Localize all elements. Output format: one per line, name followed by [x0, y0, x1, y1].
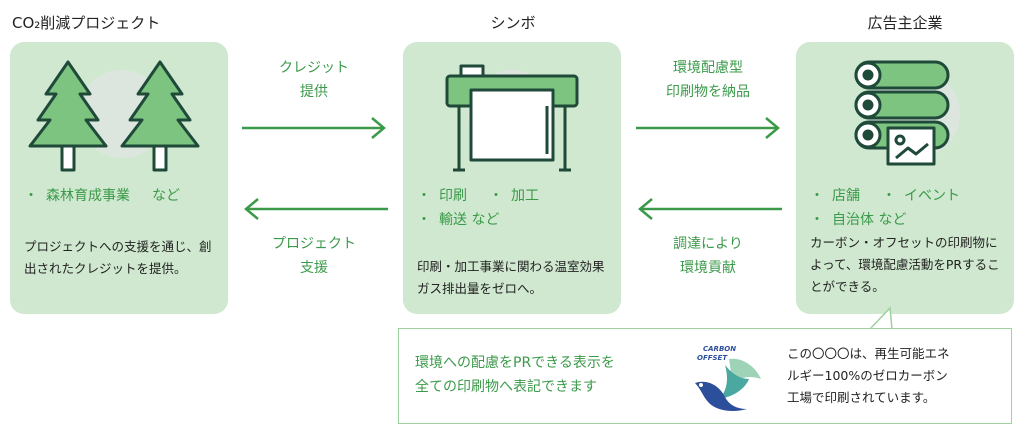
arrow-right-2: [636, 117, 780, 139]
callout-box: 環境への配慮をPRできる表示を 全ての印刷物へ表記できます CARBON OFF…: [398, 328, 1012, 424]
carbon-offset-logo-icon: CARBON OFFSET: [695, 345, 761, 411]
title-co2-project: CO₂削減プロジェクト: [12, 14, 161, 32]
arrow-left-1: [244, 198, 388, 220]
callout-left-text: 環境への配慮をPRできる表示を 全ての印刷物へ表記できます: [415, 355, 615, 395]
bullets-shinbo: ・印刷・加工 ・輸送 など: [417, 188, 539, 228]
bullets-co2: ・森林育成事業など: [24, 188, 180, 204]
paper-rolls-icon: [854, 60, 960, 166]
callout-pointer: [868, 306, 893, 330]
arrow-right-1: [242, 117, 386, 139]
label-project-support: プロジェクト支援: [272, 236, 356, 276]
title-shinbo: シンボ: [490, 14, 536, 32]
label-procurement-contribution: 調達により環境貢献: [673, 236, 743, 276]
label-eco-delivery: 環境配慮型印刷物を納品: [666, 60, 750, 100]
title-advertiser: 広告主企業: [867, 14, 943, 32]
bullets-advertiser: ・店舗・イベント ・自治体 など: [810, 188, 960, 228]
box-advertiser: ・店舗・イベント ・自治体 など カーボン・オフセットの印刷物によって、環境配慮…: [796, 42, 1014, 314]
svg-text:OFFSET: OFFSET: [697, 354, 728, 362]
label-credit-provision: クレジット提供: [279, 60, 349, 100]
trees-icon: [28, 60, 200, 172]
box-shinbo: ・印刷・加工 ・輸送 など 印刷・加工事業に関わる温室効果ガス排出量をゼロへ。: [403, 42, 621, 314]
desc-shinbo: 印刷・加工事業に関わる温室効果ガス排出量をゼロへ。: [417, 259, 605, 296]
callout-right-text: この〇〇〇は、再生可能エネ ルギー100%のゼロカーボン 工場で印刷されています…: [787, 346, 950, 405]
desc-co2: プロジェクトへの支援を通じ、創出されたクレジットを提供。: [24, 239, 212, 276]
box-co2-project: ・森林育成事業など プロジェクトへの支援を通じ、創出されたクレジットを提供。: [10, 42, 228, 314]
printer-icon: [445, 64, 579, 172]
arrow-left-2: [638, 198, 782, 220]
desc-advertiser: カーボン・オフセットの印刷物によって、環境配慮活動をPRすることができる。: [810, 235, 1000, 294]
svg-text:CARBON: CARBON: [703, 345, 736, 353]
